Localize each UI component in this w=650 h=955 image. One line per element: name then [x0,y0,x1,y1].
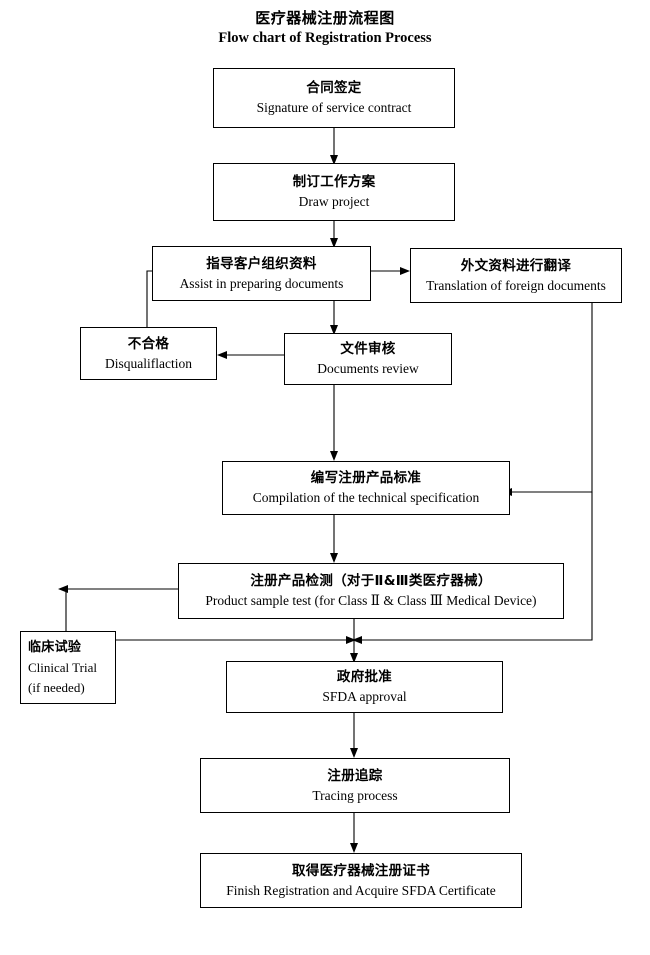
node-finish-registration[interactable]: 取得医疗器械注册证书 Finish Registration and Acqui… [200,853,522,908]
node-documents-review-label-cn: 文件审核 [340,341,396,357]
node-finish-registration-label-en: Finish Registration and Acquire SFDA Cer… [226,882,496,898]
node-contract[interactable]: 合同签定 Signature of service contract [213,68,455,128]
node-sfda-approval[interactable]: 政府批准 SFDA approval [226,661,503,713]
node-clinical-trial-label-cn: 临床试验 [28,639,82,655]
chart-title-chinese: 医疗器械注册流程图 [255,9,395,27]
node-disqualification[interactable]: 不合格 Disqualiflaction [80,327,217,380]
node-compilation[interactable]: 编写注册产品标准 Compilation of the technical sp… [222,461,510,515]
node-disqualification-label-en: Disqualiflaction [105,355,192,371]
node-sample-test-label-en: Product sample test (for Class Ⅱ & Class… [205,593,537,608]
arrowhead-review-to-compilation [330,451,338,461]
node-sfda-approval-label-en: SFDA approval [322,689,407,704]
arrowhead-clinical-junction [346,636,356,644]
connector-sampletest-to-clinical [65,588,178,631]
arrowhead-review-to-disqualify [217,351,227,359]
node-documents-review[interactable]: 文件审核 Documents review [284,333,452,385]
node-draw-project-label-en: Draw project [298,194,370,209]
node-draw-project-label-cn: 制订工作方案 [292,174,376,190]
arrowhead-approval-to-tracing [350,748,358,758]
node-disqualification-label-cn: 不合格 [127,335,170,352]
node-contract-label-cn: 合同签定 [306,80,362,96]
arrowhead-assist-to-translation [400,267,410,275]
node-sample-test[interactable]: 注册产品检测（对于Ⅱ&Ⅲ类医疗器械） Product sample test (… [178,563,564,619]
node-clinical-trial-label-en: Clinical Trial [28,659,97,675]
node-sample-test-label-cn: 注册产品检测（对于Ⅱ&Ⅲ类医疗器械） [250,573,492,589]
node-tracing-process-label-en: Tracing process [312,787,398,803]
node-translation-label-cn: 外文资料进行翻译 [460,257,572,274]
node-sfda-approval-label-cn: 政府批准 [336,669,393,685]
chart-title-english: Flow chart of Registration Process [218,30,432,46]
node-documents-review-label-en: Documents review [317,361,419,376]
node-finish-registration-label-cn: 取得医疗器械注册证书 [292,862,430,879]
node-assist-documents-label-cn: 指导客户组织资料 [206,255,317,272]
node-translation-label-en: Translation of foreign documents [426,277,606,293]
chart-title: 医疗器械注册流程图 Flow chart of Registration Pro… [0,8,650,48]
arrowhead-compilation-to-sampletest [330,553,338,563]
node-tracing-process[interactable]: 注册追踪 Tracing process [200,758,510,813]
arrowhead-right-rail-junction [352,636,362,644]
node-clinical-trial-note: (if needed) [28,679,85,695]
node-translation[interactable]: 外文资料进行翻译 Translation of foreign document… [410,248,622,303]
node-compilation-label-en: Compilation of the technical specificati… [252,490,480,505]
node-compilation-label-cn: 编写注册产品标准 [310,470,422,486]
node-tracing-process-label-cn: 注册追踪 [327,767,383,784]
node-clinical-trial[interactable]: 临床试验 Clinical Trial (if needed) [20,631,116,704]
node-draw-project[interactable]: 制订工作方案 Draw project [213,163,455,221]
connector-translation-to-compilation [510,303,593,493]
node-assist-documents[interactable]: 指导客户组织资料 Assist in preparing documents [152,246,371,301]
node-assist-documents-label-en: Assist in preparing documents [179,275,344,291]
node-contract-label-en: Signature of service contract [256,100,412,115]
arrowhead-tracing-to-finish [350,843,358,853]
arrowhead-sampletest-to-clinical [58,585,68,593]
